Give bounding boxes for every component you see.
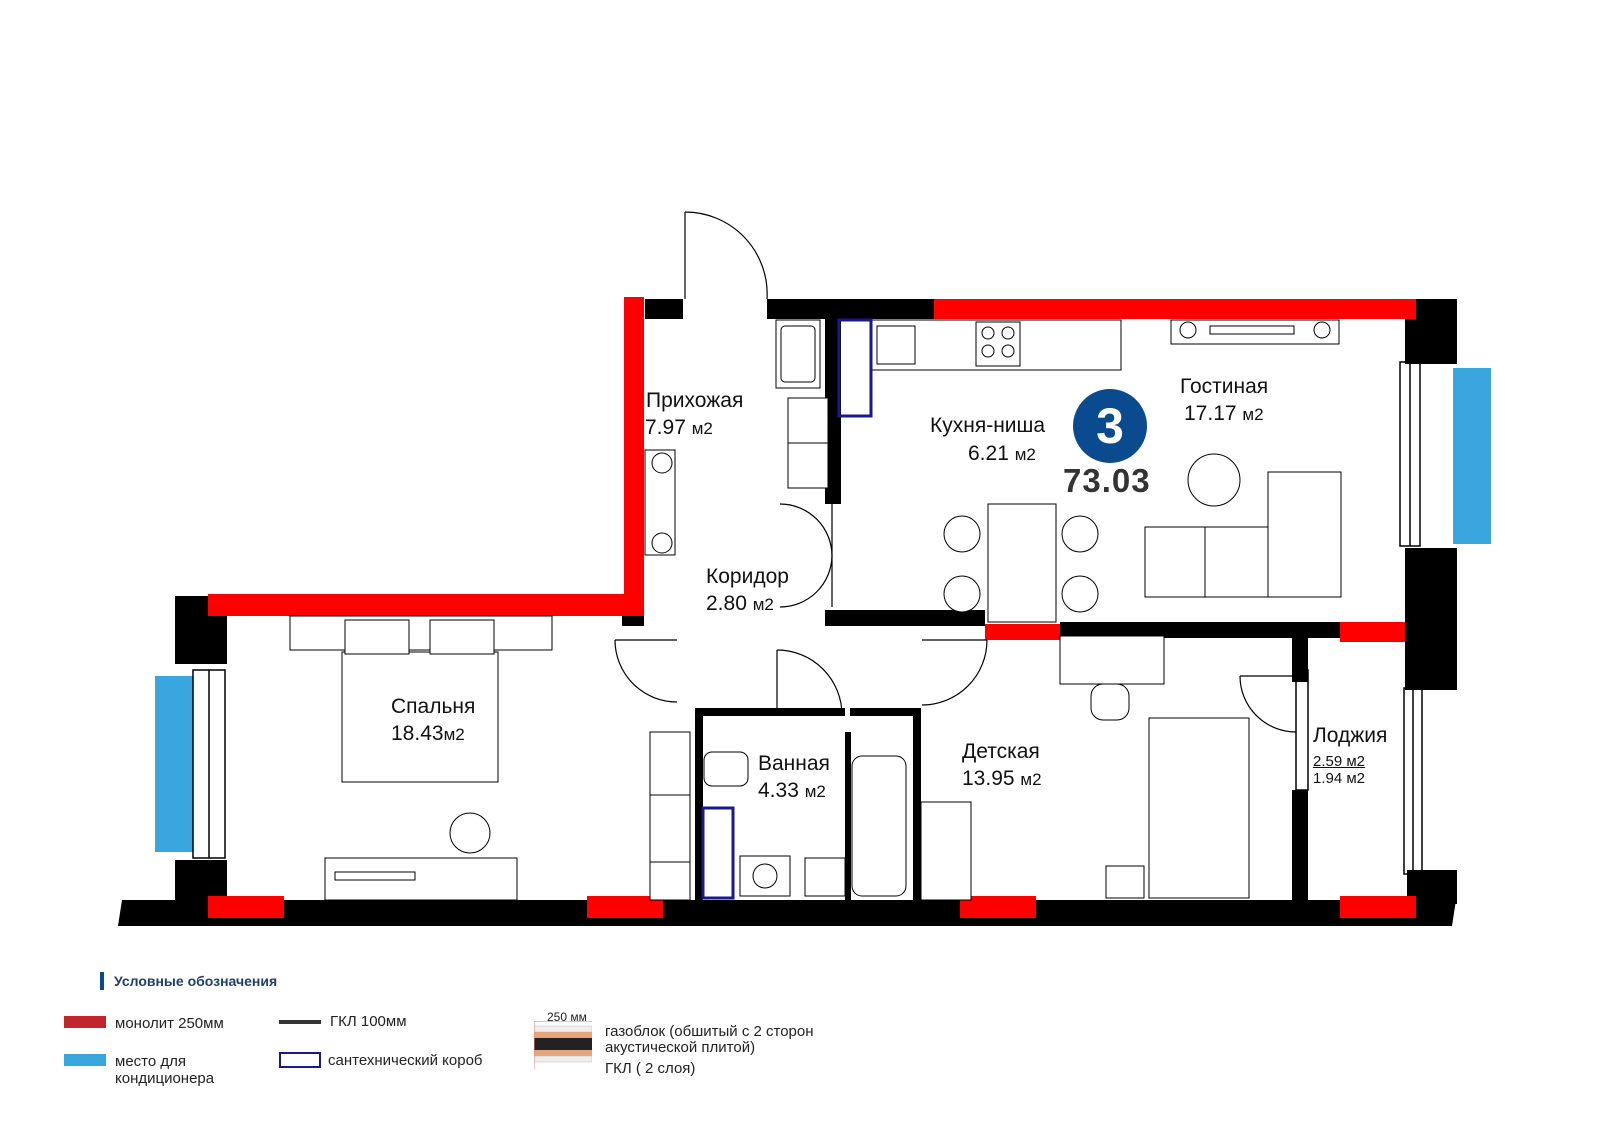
entrance-door [684, 211, 768, 300]
area-unit: м2 [752, 595, 774, 614]
room-name-prihozhaya: Прихожая [646, 389, 744, 412]
interior-doors [614, 503, 1297, 733]
area-value: 18.43 [391, 722, 444, 745]
room-area-lodzhiya: 2.59 м2 [1313, 753, 1366, 770]
legend-monolith-swatch [64, 1016, 106, 1028]
legend-gasblock-swatch [534, 1021, 592, 1069]
legend-aircon-label-1: место для [115, 1053, 186, 1070]
area-value: 2.80 [706, 592, 747, 615]
room-area-detskaya: 13.95 м2 [962, 766, 1042, 792]
room-name-detskaya: Детская [962, 740, 1040, 763]
area-unit: м2 [691, 419, 713, 438]
room-area-koridor: 2.80 м2 [706, 591, 774, 617]
total-area: 73.03 [1063, 462, 1151, 499]
furniture [289, 318, 1342, 901]
area-value: 6.21 [968, 442, 1009, 465]
windows [192, 361, 1423, 875]
room-area-spalnya: 18.43м2 [391, 721, 465, 747]
area-value: 13.95 [962, 767, 1015, 790]
room-area-gostinaya: 17.17 м2 [1184, 401, 1264, 427]
room-name-koridor: Коридор [706, 565, 789, 588]
room-area-lodzhiya-2: 1.94 м2 [1313, 770, 1366, 787]
area-value: 17.17 [1184, 402, 1237, 425]
legend-title: Условные обозначения [100, 972, 277, 990]
legend-gasblock-label-1: газоблок (обшитый с 2 сторон [605, 1023, 814, 1040]
aircon-places [155, 368, 1491, 852]
legend-gasblock-label-2: акустической плитой) [605, 1039, 756, 1056]
monolith-walls [208, 297, 1416, 918]
legend-sanbox-swatch [279, 1052, 321, 1068]
room-area-kuhnya: 6.21 м2 [968, 441, 1036, 467]
legend-gasblock-label-3: ГКЛ ( 2 слоя) [605, 1060, 696, 1077]
room-name-vannaya: Ванная [758, 752, 830, 775]
outer-walls [118, 299, 1457, 926]
legend-gkl-swatch [279, 1020, 321, 1024]
legend-sanbox-label: сантехнический короб [328, 1052, 483, 1069]
area-unit: м2 [1020, 770, 1042, 789]
rooms-count-badge: 3 [1073, 389, 1147, 463]
legend-aircon-label-2: кондиционера [115, 1070, 215, 1087]
area-value: 4.33 [758, 779, 799, 802]
area-unit: м2 [443, 725, 465, 744]
room-area-vannaya: 4.33 м2 [758, 778, 826, 804]
area-unit: м2 [1014, 445, 1036, 464]
area-unit: м2 [1242, 405, 1264, 424]
room-name-kuhnya: Кухня-ниша [930, 414, 1046, 437]
legend-gkl-label: ГКЛ 100мм [330, 1013, 407, 1030]
legend-aircon-swatch [64, 1054, 106, 1066]
room-area-prihozhaya: 7.97 м2 [645, 415, 713, 441]
room-name-gostinaya: Гостиная [1180, 375, 1269, 398]
area-unit: м2 [804, 782, 826, 801]
area-value: 7.97 [645, 416, 686, 439]
room-name-spalnya: Спальня [391, 695, 476, 718]
legend-monolith-label: монолит 250мм [115, 1015, 224, 1032]
room-name-lodzhiya: Лоджия [1313, 724, 1388, 747]
